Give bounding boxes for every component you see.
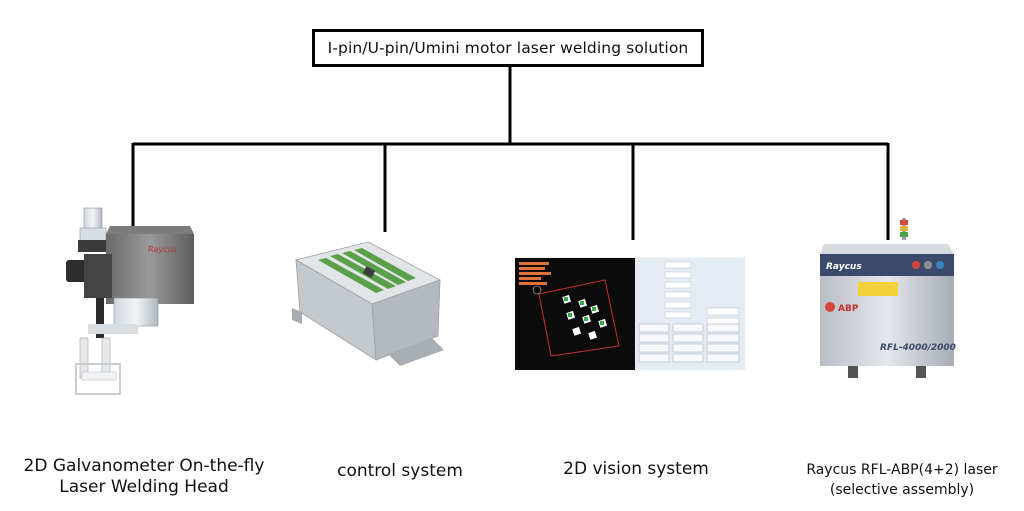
label-line: 2D vision system bbox=[563, 459, 709, 479]
component-label-control-system: control system bbox=[320, 461, 480, 482]
svg-text:Raycus: Raycus bbox=[148, 245, 177, 254]
vision-software-screenshot bbox=[515, 252, 745, 370]
galvanometer-head-image: Raycus bbox=[66, 207, 194, 395]
laser-badge-text: ABP bbox=[838, 304, 859, 314]
component-label-vision-system: 2D vision system bbox=[548, 459, 724, 480]
label-line: Raycus RFL-ABP(4+2) laser bbox=[806, 462, 998, 478]
control-box-image bbox=[292, 241, 444, 366]
label-line: Laser Welding Head bbox=[59, 477, 229, 497]
root-title-box: I-pin/U-pin/Umini motor laser welding so… bbox=[312, 29, 704, 67]
laser-brand-text: Raycus bbox=[826, 262, 862, 272]
laser-model-text: RFL-4000/2000 bbox=[880, 343, 956, 353]
label-line: control system bbox=[337, 461, 463, 481]
label-line: 2D Galvanometer On-the-fly bbox=[23, 456, 265, 476]
component-label-galvanometer: 2D Galvanometer On-the-fly Laser Welding… bbox=[8, 456, 280, 498]
label-line: (selective assembly) bbox=[829, 482, 975, 498]
fiber-laser-cabinet-image: Raycus ABP RFL-4000/2000 bbox=[820, 218, 956, 378]
component-label-laser: Raycus RFL-ABP(4+2) laser (selective ass… bbox=[784, 460, 1020, 500]
root-title: I-pin/U-pin/Umini motor laser welding so… bbox=[327, 39, 689, 57]
